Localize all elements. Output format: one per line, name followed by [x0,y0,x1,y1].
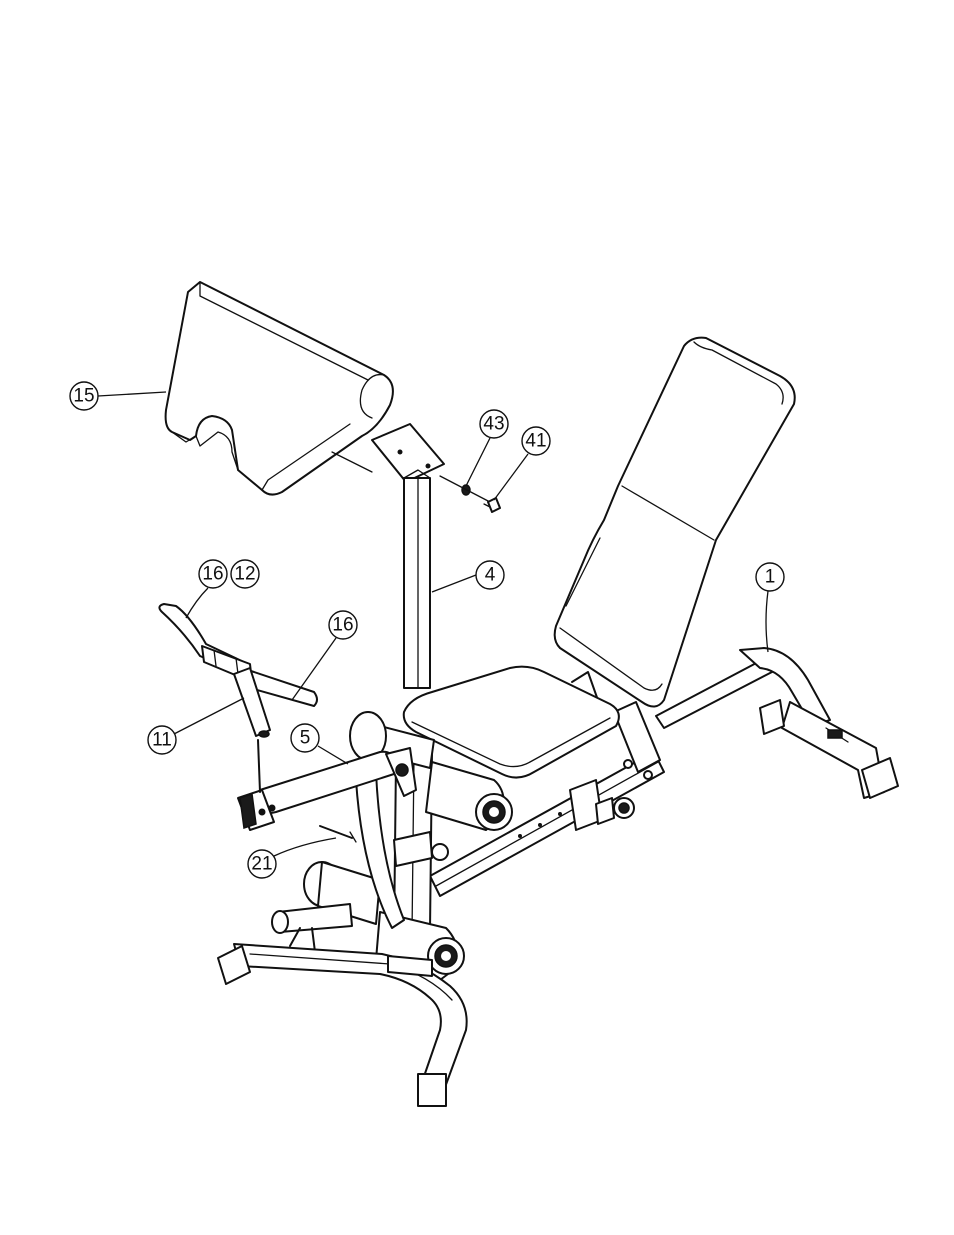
callout-5: 5 [291,724,348,764]
arm-bracket-part-5 [238,748,416,830]
callout-16: 16 [292,611,357,700]
callout-11-label: 11 [152,730,172,751]
callout-1: 1 [756,563,784,652]
callout-15: 15 [70,382,166,410]
callout-15-label: 15 [73,386,94,407]
callout-16a-label: 16 [202,564,223,585]
callout-1-label: 1 [765,567,776,588]
callout-16b-label: 16 [332,615,353,636]
callout-12-label: 12 [234,564,255,585]
pad-post-part-4 [332,424,444,688]
seat-pad [404,667,619,778]
callout-43: 43 [466,410,508,486]
callout-16-12: 16 12 [186,560,259,618]
callout-4-label: 4 [485,565,496,586]
handle-bar-part-16-12 [159,604,317,706]
washer-part-43 [440,476,490,502]
callout-41-label: 41 [525,431,546,452]
arm-pad-part-15 [166,282,393,495]
callout-4: 4 [432,561,504,592]
callout-43-label: 43 [483,414,504,435]
callout-41: 41 [494,427,550,500]
callout-5-label: 5 [300,728,311,749]
callout-11: 11 [148,698,244,754]
callout-21-label: 21 [251,854,272,875]
